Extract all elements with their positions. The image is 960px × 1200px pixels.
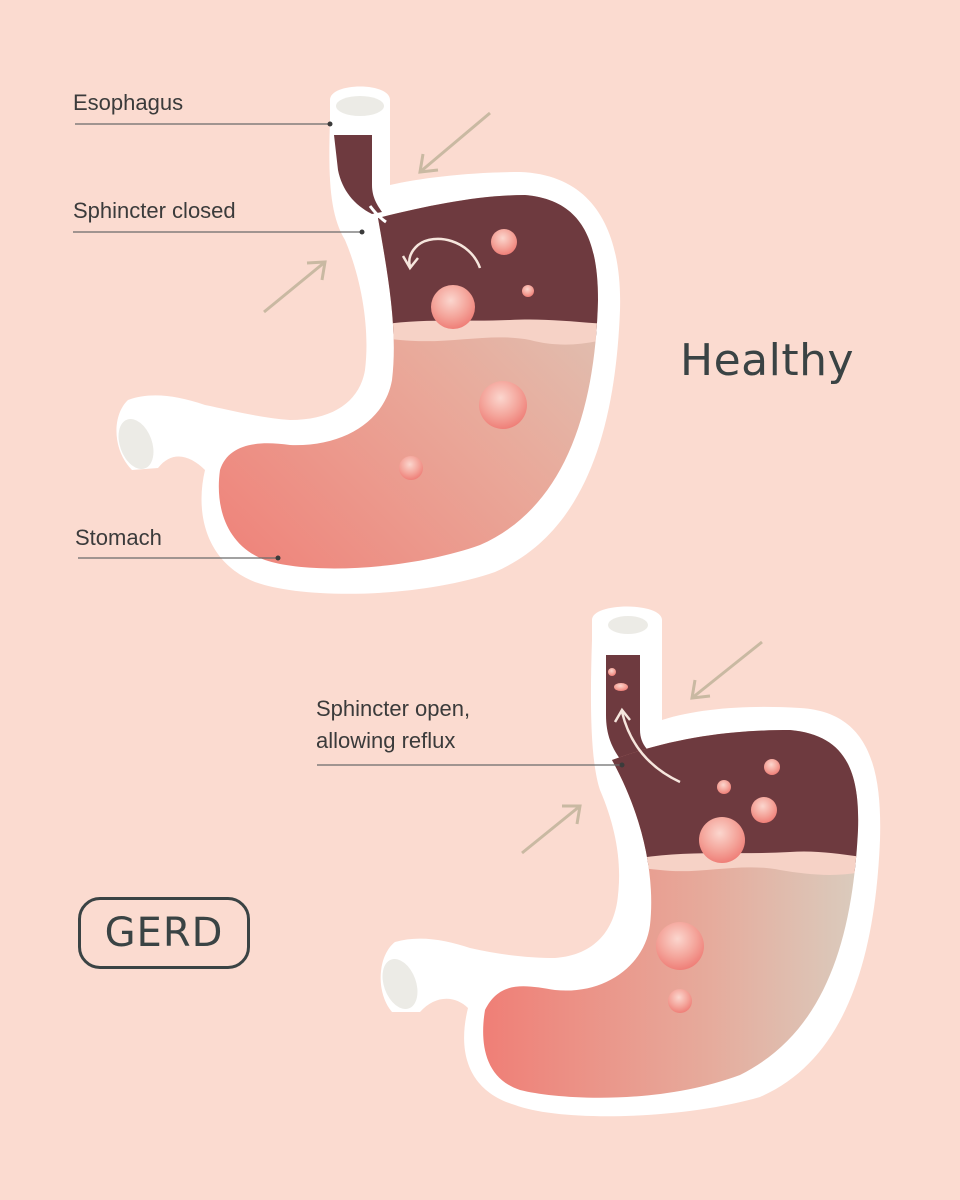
leader-lines (73, 121, 625, 768)
sphincter-open-label-line2: allowing reflux (316, 728, 456, 753)
healthy-foam-band (380, 319, 598, 345)
healthy-sphincter-closed (368, 205, 387, 224)
healthy-esophagus-opening (336, 96, 384, 116)
healthy-pressure-arrow-bottom (263, 260, 327, 314)
healthy-pressure-arrow-top (418, 111, 491, 174)
gerd-duodenum-opening (382, 958, 418, 1010)
gerd-stomach (380, 606, 881, 1117)
healthy-swirl-arrow (408, 237, 482, 269)
healthy-title: Healthy (680, 335, 855, 386)
sphincter-closed-label: Sphincter closed (73, 198, 236, 223)
gerd-esophagus-opening (608, 616, 648, 634)
healthy-stomach (116, 86, 621, 594)
gerd-badge: GERD (78, 897, 250, 969)
gerd-reflux-arrow (620, 711, 681, 784)
gerd-pressure-arrow-bottom (521, 804, 582, 855)
gerd-esophagus-tube (606, 655, 662, 765)
gerd-foam-band (640, 851, 859, 875)
healthy-duodenum-opening (118, 418, 154, 470)
healthy-esophagus-tube (334, 135, 382, 214)
gerd-pressure-arrow-top (690, 640, 763, 700)
esophagus-label: Esophagus (73, 90, 184, 115)
stomach-label: Stomach (75, 525, 162, 550)
gerd-title: GERD (104, 910, 224, 956)
sphincter-open-label-line1: Sphincter open, (316, 696, 471, 721)
